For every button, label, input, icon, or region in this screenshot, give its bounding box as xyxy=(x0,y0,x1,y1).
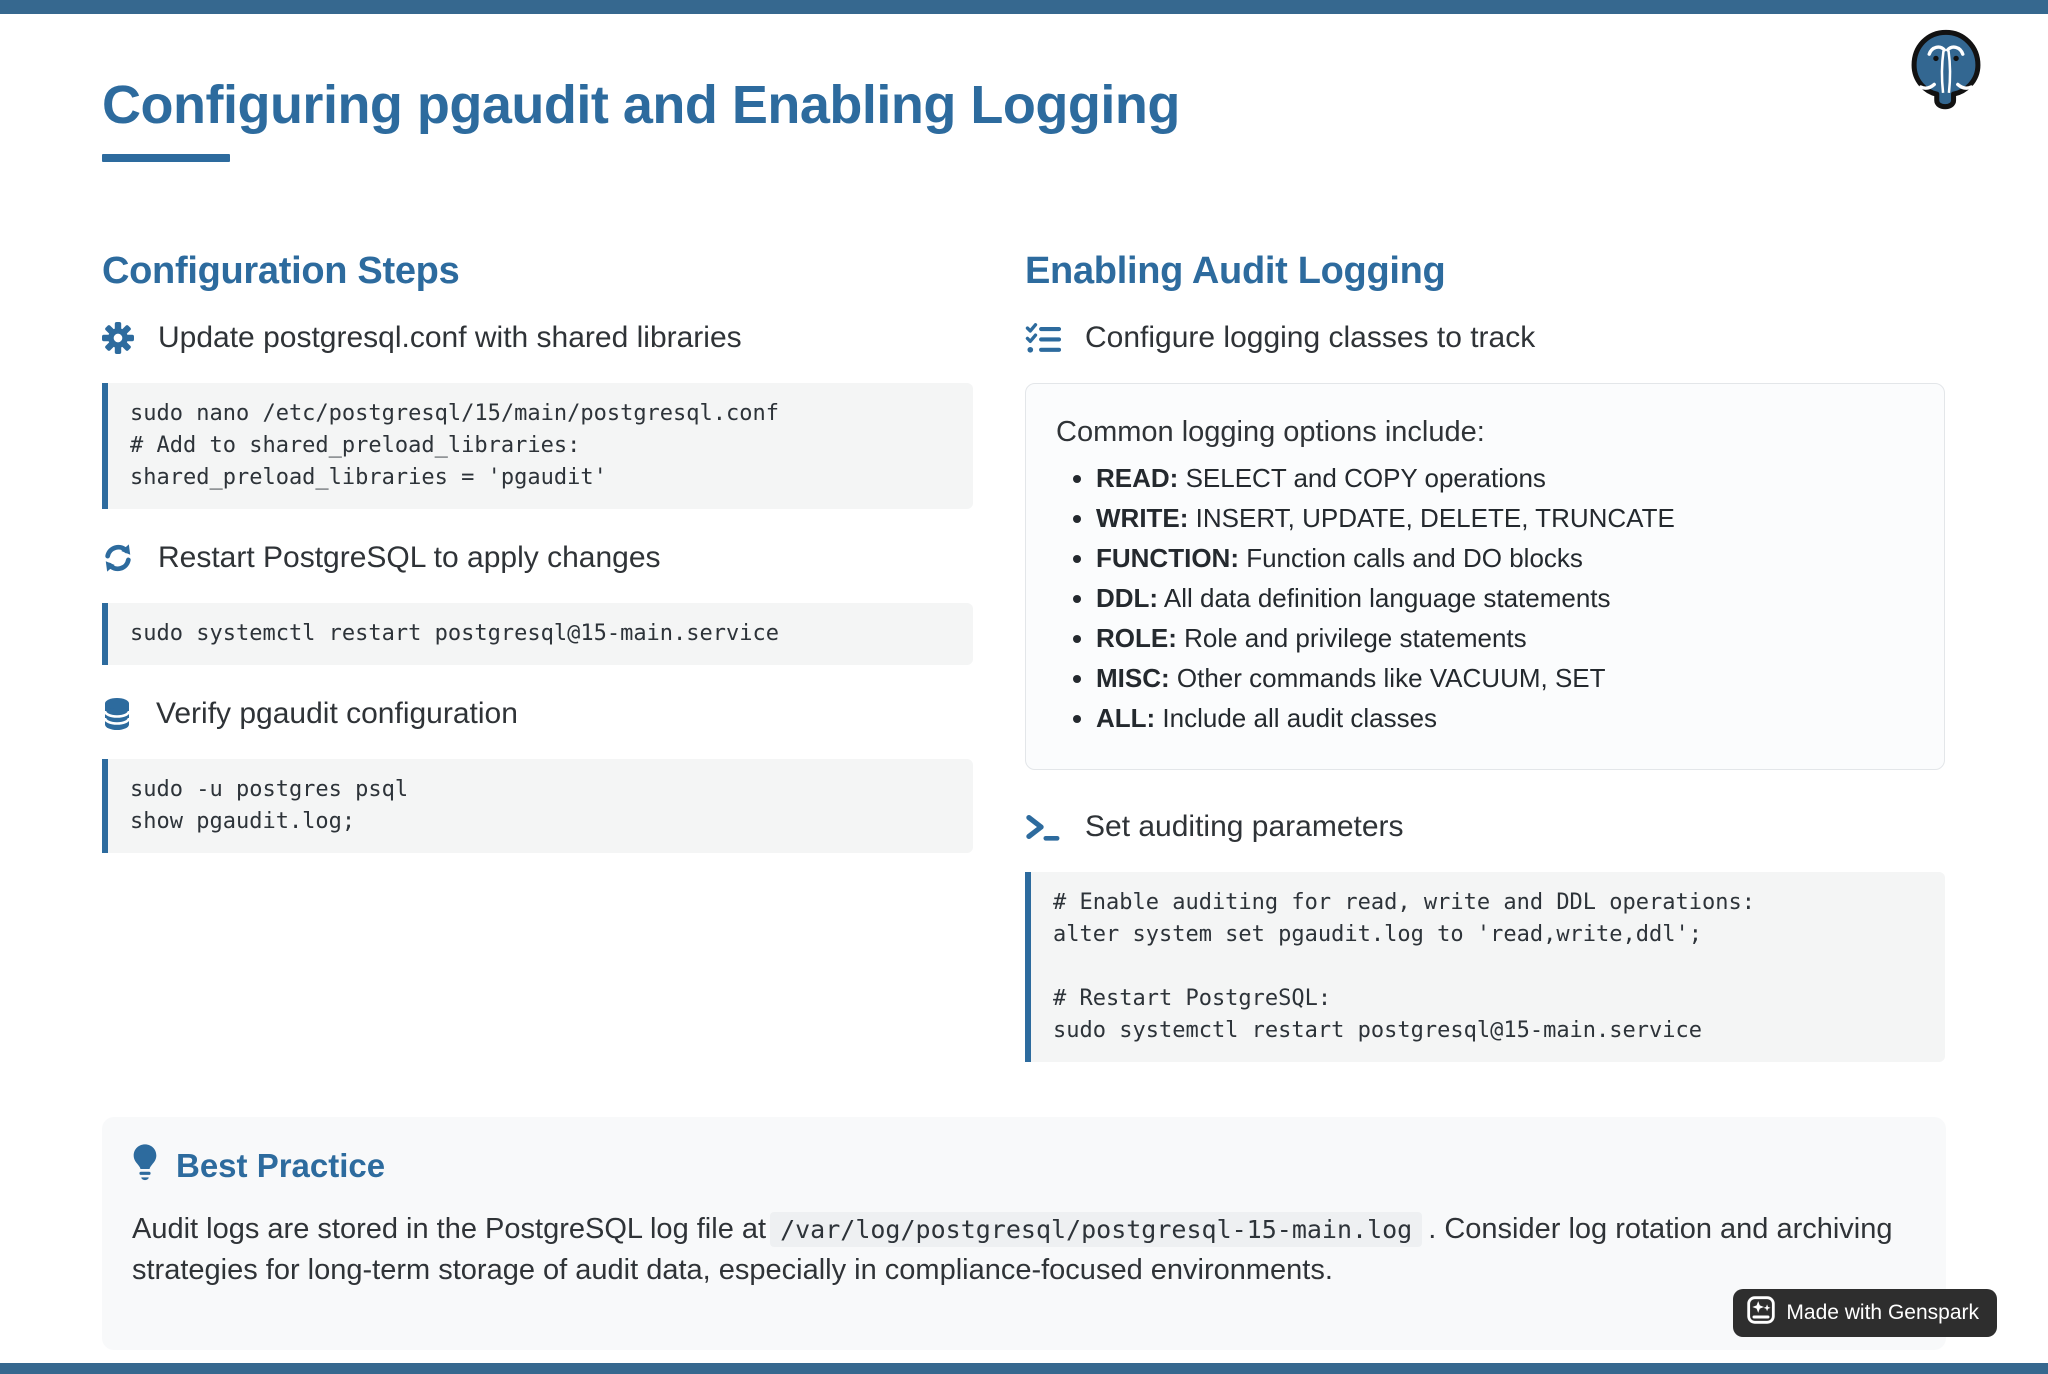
best-practice-heading-row: Best Practice xyxy=(132,1143,1916,1189)
title-underline xyxy=(102,154,230,162)
code-block-restart-service: sudo systemctl restart postgresql@15-mai… xyxy=(102,603,973,665)
section-heading-enabling-audit-logging: Enabling Audit Logging xyxy=(1025,250,1446,292)
code-block-set-audit-params: # Enable auditing for read, write and DD… xyxy=(1025,872,1945,1062)
genspark-sparkle-icon xyxy=(1747,1296,1776,1330)
list-item: DDL: All data definition language statem… xyxy=(1096,583,1914,613)
step-label: Update postgresql.conf with shared libra… xyxy=(158,321,742,354)
code-block-verify-config: sudo -u postgres psql show pgaudit.log; xyxy=(102,759,973,853)
step-update-postgresql-conf: Update postgresql.conf with shared libra… xyxy=(102,321,973,355)
step-restart-postgresql: Restart PostgreSQL to apply changes xyxy=(102,541,973,575)
logging-options-intro: Common logging options include: xyxy=(1056,416,1485,448)
step-label: Restart PostgreSQL to apply changes xyxy=(158,541,661,574)
list-item: MISC: Other commands like VACUUM, SET xyxy=(1096,663,1914,693)
postgresql-logo-icon xyxy=(1911,29,1981,110)
logging-options-box: Common logging options include: READ: SE… xyxy=(1025,383,1945,770)
step-verify-pgaudit: Verify pgaudit configuration xyxy=(102,697,973,731)
list-item: ROLE: Role and privilege statements xyxy=(1096,623,1914,653)
list-item: READ: SELECT and COPY operations xyxy=(1096,463,1914,493)
section-heading-configuration-steps: Configuration Steps xyxy=(102,250,460,292)
inline-code-log-path: /var/log/postgresql/postgresql-15-main.l… xyxy=(770,1212,1423,1247)
two-column-layout: Configuration Steps xyxy=(102,250,1946,1062)
terminal-icon xyxy=(1025,811,1061,843)
step-label: Configure logging classes to track xyxy=(1085,321,1536,354)
step-set-auditing-parameters: Set auditing parameters xyxy=(1025,810,1945,844)
badge-label: Made with Genspark xyxy=(1786,1301,1979,1324)
step-label: Verify pgaudit configuration xyxy=(156,697,518,730)
step-configure-logging-classes: Configure logging classes to track xyxy=(1025,321,1945,355)
page-title: Configuring pgaudit and Enabling Logging xyxy=(102,75,1180,135)
enabling-audit-logging-section: Enabling Audit Logging Configu xyxy=(1025,250,1945,1062)
step-label: Set auditing parameters xyxy=(1085,810,1404,843)
lightbulb-icon xyxy=(132,1143,158,1189)
code-block-shared-libraries: sudo nano /etc/postgresql/15/main/postgr… xyxy=(102,383,973,509)
top-accent-bar xyxy=(0,0,2048,14)
list-item: FUNCTION: Function calls and DO blocks xyxy=(1096,543,1914,573)
best-practice-text: Audit logs are stored in the PostgreSQL … xyxy=(132,1212,1893,1286)
list-item: ALL: Include all audit classes xyxy=(1096,703,1914,733)
best-practice-callout: Best Practice Audit logs are stored in t… xyxy=(102,1117,1946,1350)
gear-icon xyxy=(102,322,134,354)
list-item: WRITE: INSERT, UPDATE, DELETE, TRUNCATE xyxy=(1096,503,1914,533)
list-check-icon xyxy=(1025,322,1061,354)
refresh-icon xyxy=(102,542,134,574)
best-practice-title: Best Practice xyxy=(176,1147,386,1184)
made-with-genspark-badge[interactable]: Made with Genspark xyxy=(1733,1289,1997,1337)
bottom-accent-bar xyxy=(0,1363,2048,1374)
database-icon xyxy=(102,697,132,731)
logging-options-list: READ: SELECT and COPY operations WRITE: … xyxy=(1056,463,1914,733)
configuration-steps-section: Configuration Steps xyxy=(102,250,973,853)
